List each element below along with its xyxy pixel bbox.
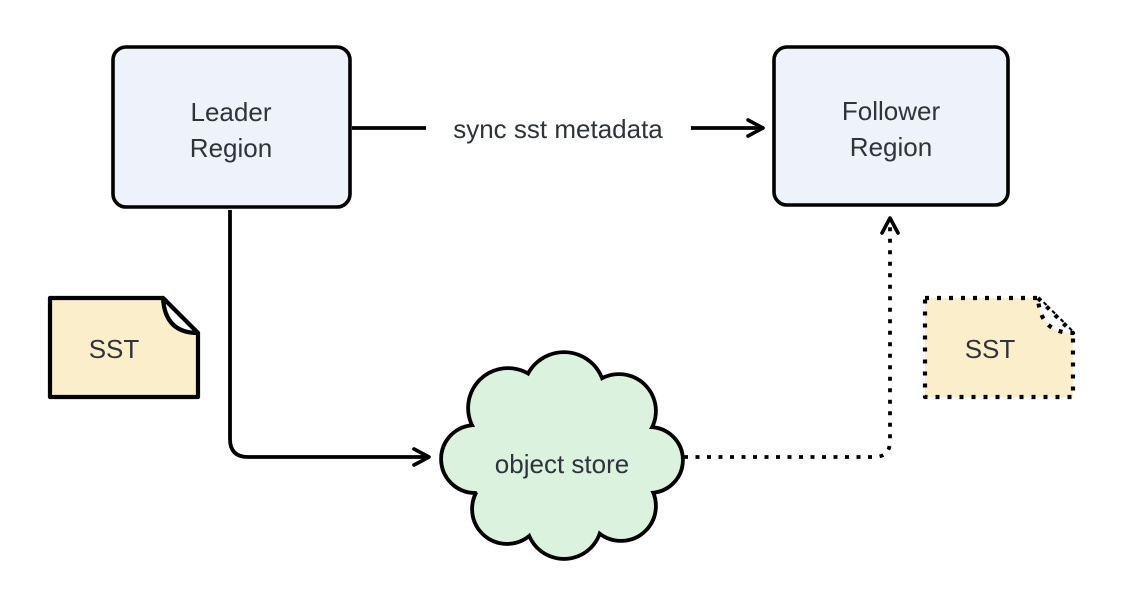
sst-left-label: SST [89, 334, 140, 364]
node-sst-left: SST [47, 295, 201, 400]
node-leader-region: Leader Region [111, 45, 352, 209]
leader-region-label-line1: Leader [191, 97, 272, 127]
sst-left-folded-corner [160, 295, 201, 336]
object-store-label: object store [495, 449, 629, 479]
leader-region-label-line2: Region [190, 133, 272, 163]
leader-region-box [111, 45, 352, 209]
follower-region-label-line1: Follower [842, 96, 941, 126]
sst-left-body [47, 295, 201, 400]
node-object-store: object store [443, 354, 681, 557]
node-follower-region: Follower Region [772, 45, 1010, 207]
sst-right-folded-corner [1035, 295, 1076, 336]
sst-right-label: SST [965, 334, 1016, 364]
edge-leader-to-object-store [228, 210, 431, 467]
follower-region-box [772, 45, 1010, 207]
sst-right-body [922, 295, 1076, 400]
edge-sync-label: sync sst metadata [453, 114, 663, 144]
edge-sync-sst-metadata: sync sst metadata [352, 114, 765, 144]
follower-region-label-line2: Region [850, 132, 932, 162]
node-sst-right: SST [922, 295, 1076, 400]
edge-object-store-to-follower [684, 216, 900, 459]
